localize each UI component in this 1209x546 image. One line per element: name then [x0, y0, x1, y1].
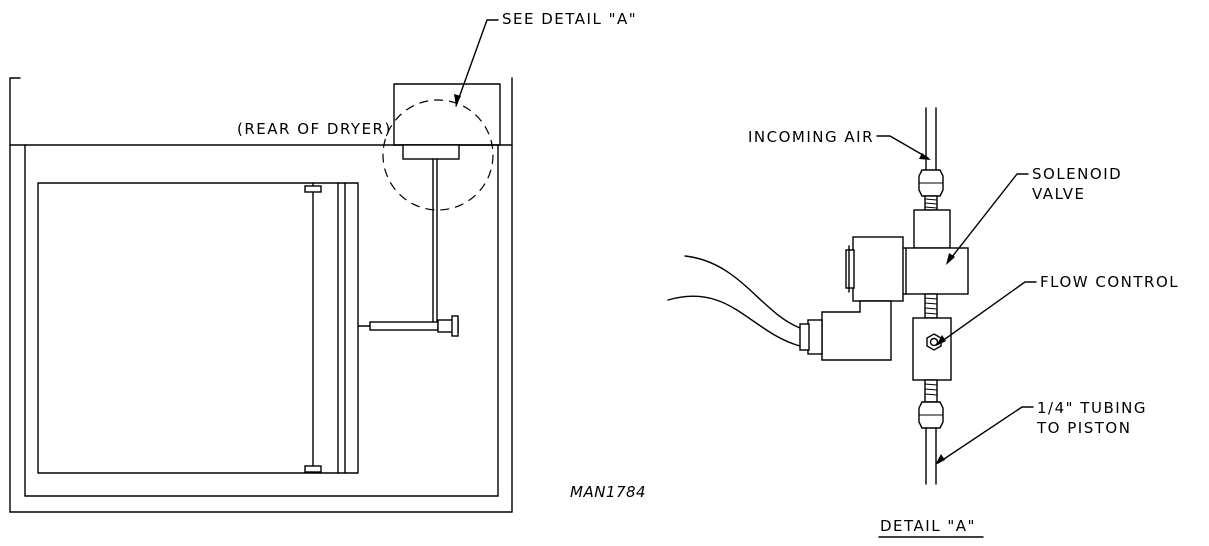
solenoid-valve-body	[901, 247, 969, 295]
dryer-top-housing	[9, 77, 513, 146]
solenoid-valve-top	[913, 209, 951, 249]
valve-mount-block	[402, 144, 460, 160]
electrical-cable-lower	[667, 295, 801, 347]
solenoid-label-line2: VALVE	[1032, 185, 1086, 203]
drawing-number: MAN1784	[570, 483, 646, 501]
connector-nut	[807, 319, 823, 355]
valve-housing-box	[393, 83, 501, 146]
solenoid-coil-flange	[845, 249, 855, 289]
solenoid-label-line1: SOLENOID	[1032, 165, 1122, 183]
flow-control-label: FLOW CONTROL	[1040, 273, 1179, 291]
flow-control-leader	[937, 281, 1037, 345]
solenoid-arrow	[946, 253, 955, 265]
tubing-arrow	[935, 454, 945, 465]
dryer-door	[37, 182, 359, 474]
solenoid-coil	[852, 236, 904, 302]
tubing-label-line1: 1/4" TUBING	[1037, 399, 1147, 417]
electrical-cable-upper	[684, 255, 801, 329]
piston-end-cap	[451, 315, 459, 337]
incoming-air-leader	[876, 135, 929, 159]
incoming-air-arrow	[919, 153, 931, 160]
see-detail-arrow	[454, 94, 461, 106]
upper-thread	[924, 195, 938, 211]
tubing-label-line2: TO PISTON	[1036, 419, 1131, 437]
rear-of-dryer-label: (REAR OF DRYER)	[237, 120, 392, 138]
see-detail-label: SEE DETAIL "A"	[502, 10, 637, 28]
solenoid-leader	[947, 173, 1029, 263]
flow-control-arrow	[936, 335, 946, 346]
flow-control-screw	[929, 337, 939, 347]
door-hinge-top	[304, 185, 322, 193]
incoming-air-label: INCOMING AIR	[748, 128, 874, 146]
tubing-leader	[937, 406, 1034, 464]
lower-thread	[924, 379, 938, 403]
dryer-view: SEE DETAIL "A" (REAR OF DRYER) MAN1784	[9, 10, 646, 513]
door-hinge-bottom	[304, 465, 322, 473]
middle-thread	[924, 293, 938, 319]
detail-a-view: INCOMING AIR SOLENOID VALVE FLOW CONTROL…	[667, 107, 1179, 538]
electrical-connector	[821, 300, 892, 361]
see-detail-leader	[455, 19, 499, 107]
detail-circle	[382, 99, 494, 211]
piston-rod	[369, 321, 439, 331]
connector-cap	[799, 323, 810, 351]
detail-title: DETAIL "A"	[880, 517, 976, 535]
